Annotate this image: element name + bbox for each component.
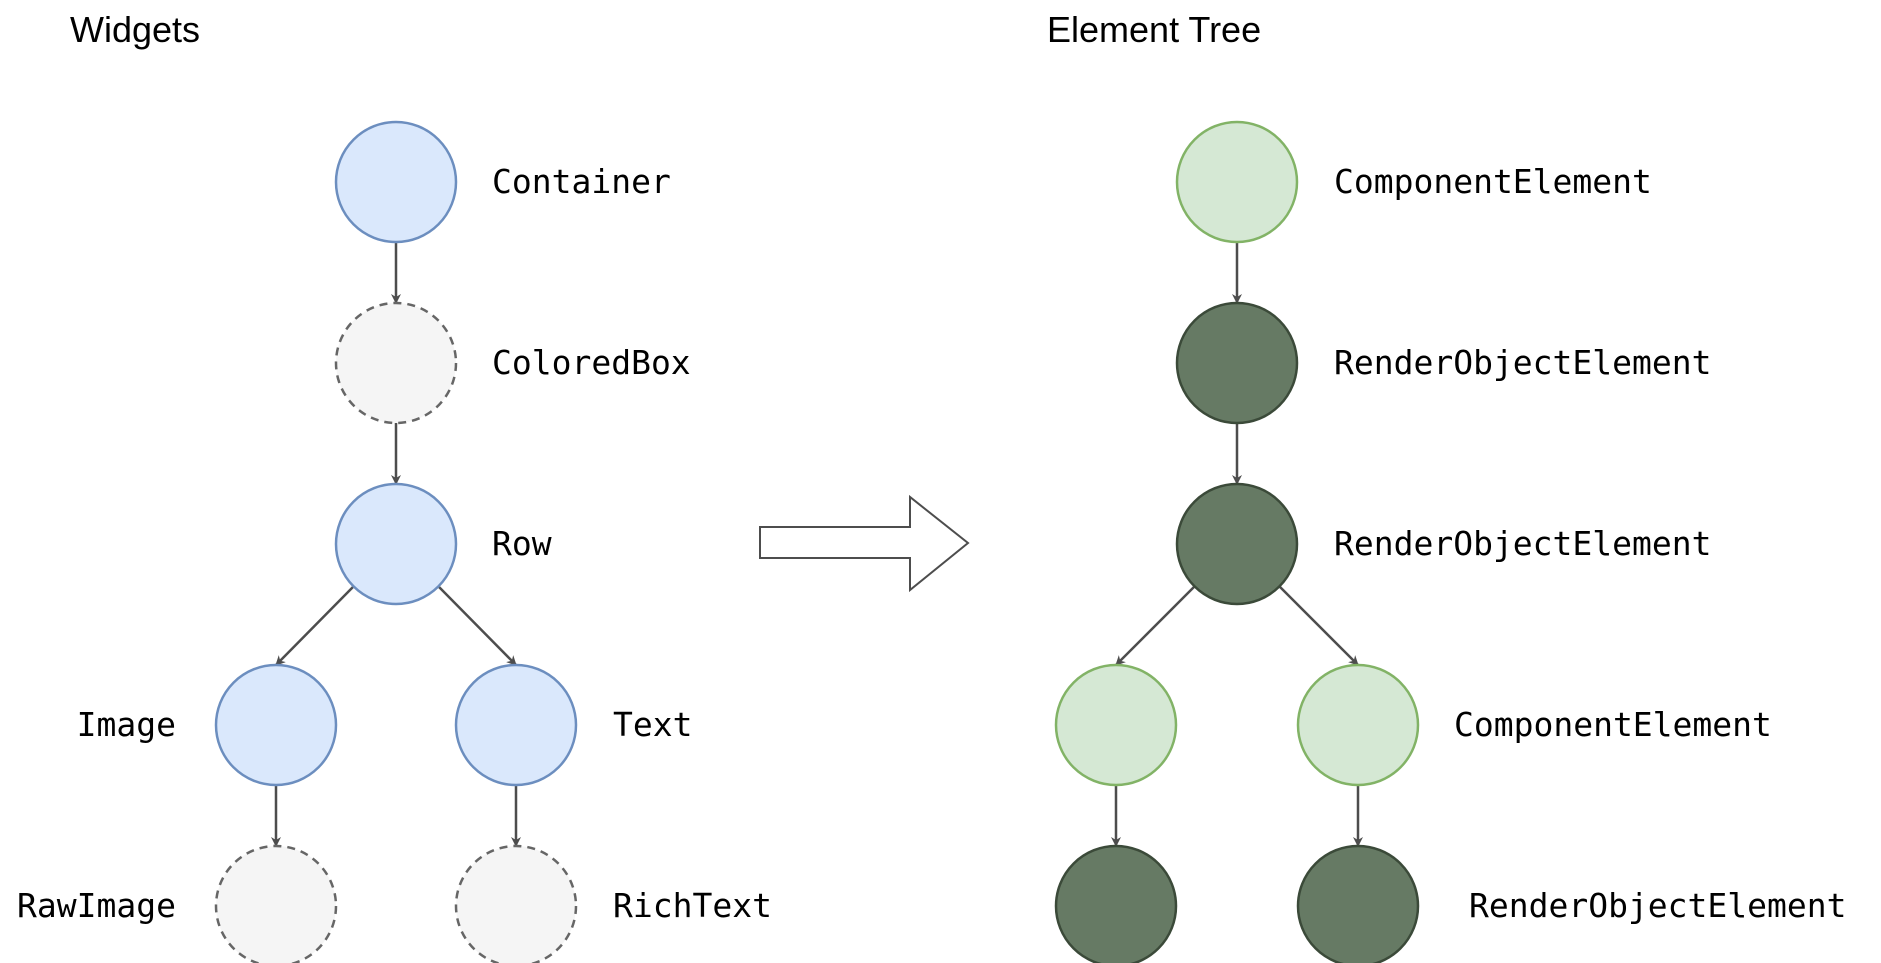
richtext-label: RichText	[613, 886, 772, 925]
e-coloredbox-label: RenderObjectElement	[1334, 343, 1712, 382]
text-label: Text	[613, 705, 692, 744]
e-container-node	[1175, 120, 1299, 244]
richtext-node	[454, 844, 578, 963]
container-label: Container	[492, 162, 671, 201]
element-tree-title: Element Tree	[1047, 9, 1261, 50]
rawimage-label: RawImage	[17, 886, 176, 925]
e-row-node	[1175, 482, 1299, 606]
image-label: Image	[77, 705, 176, 744]
e-text-label: ComponentElement	[1454, 705, 1772, 744]
e-richtext-node	[1296, 844, 1420, 963]
widgets-edge-arrow	[437, 585, 517, 666]
e-text-node	[1296, 663, 1420, 787]
row-label: Row	[492, 524, 552, 563]
widgets-title: Widgets	[70, 9, 200, 50]
elements-edge-arrow	[1278, 585, 1359, 666]
e-coloredbox-node	[1175, 301, 1299, 425]
coloredbox-label: ColoredBox	[492, 343, 691, 382]
container-node	[334, 120, 458, 244]
e-image-node	[1054, 663, 1178, 787]
e-richtext-label: RenderObjectElement	[1469, 886, 1847, 925]
e-container-label: ComponentElement	[1334, 162, 1652, 201]
transform-arrow-icon	[759, 494, 970, 593]
elements-edge-arrow	[1115, 585, 1196, 666]
text-node	[454, 663, 578, 787]
image-node	[214, 663, 338, 787]
coloredbox-node	[334, 301, 458, 425]
rawimage-node	[214, 844, 338, 963]
row-node	[334, 482, 458, 606]
widgets-edge-arrow	[275, 585, 355, 666]
e-rawimage-node	[1054, 844, 1178, 963]
e-row-label: RenderObjectElement	[1334, 524, 1712, 563]
